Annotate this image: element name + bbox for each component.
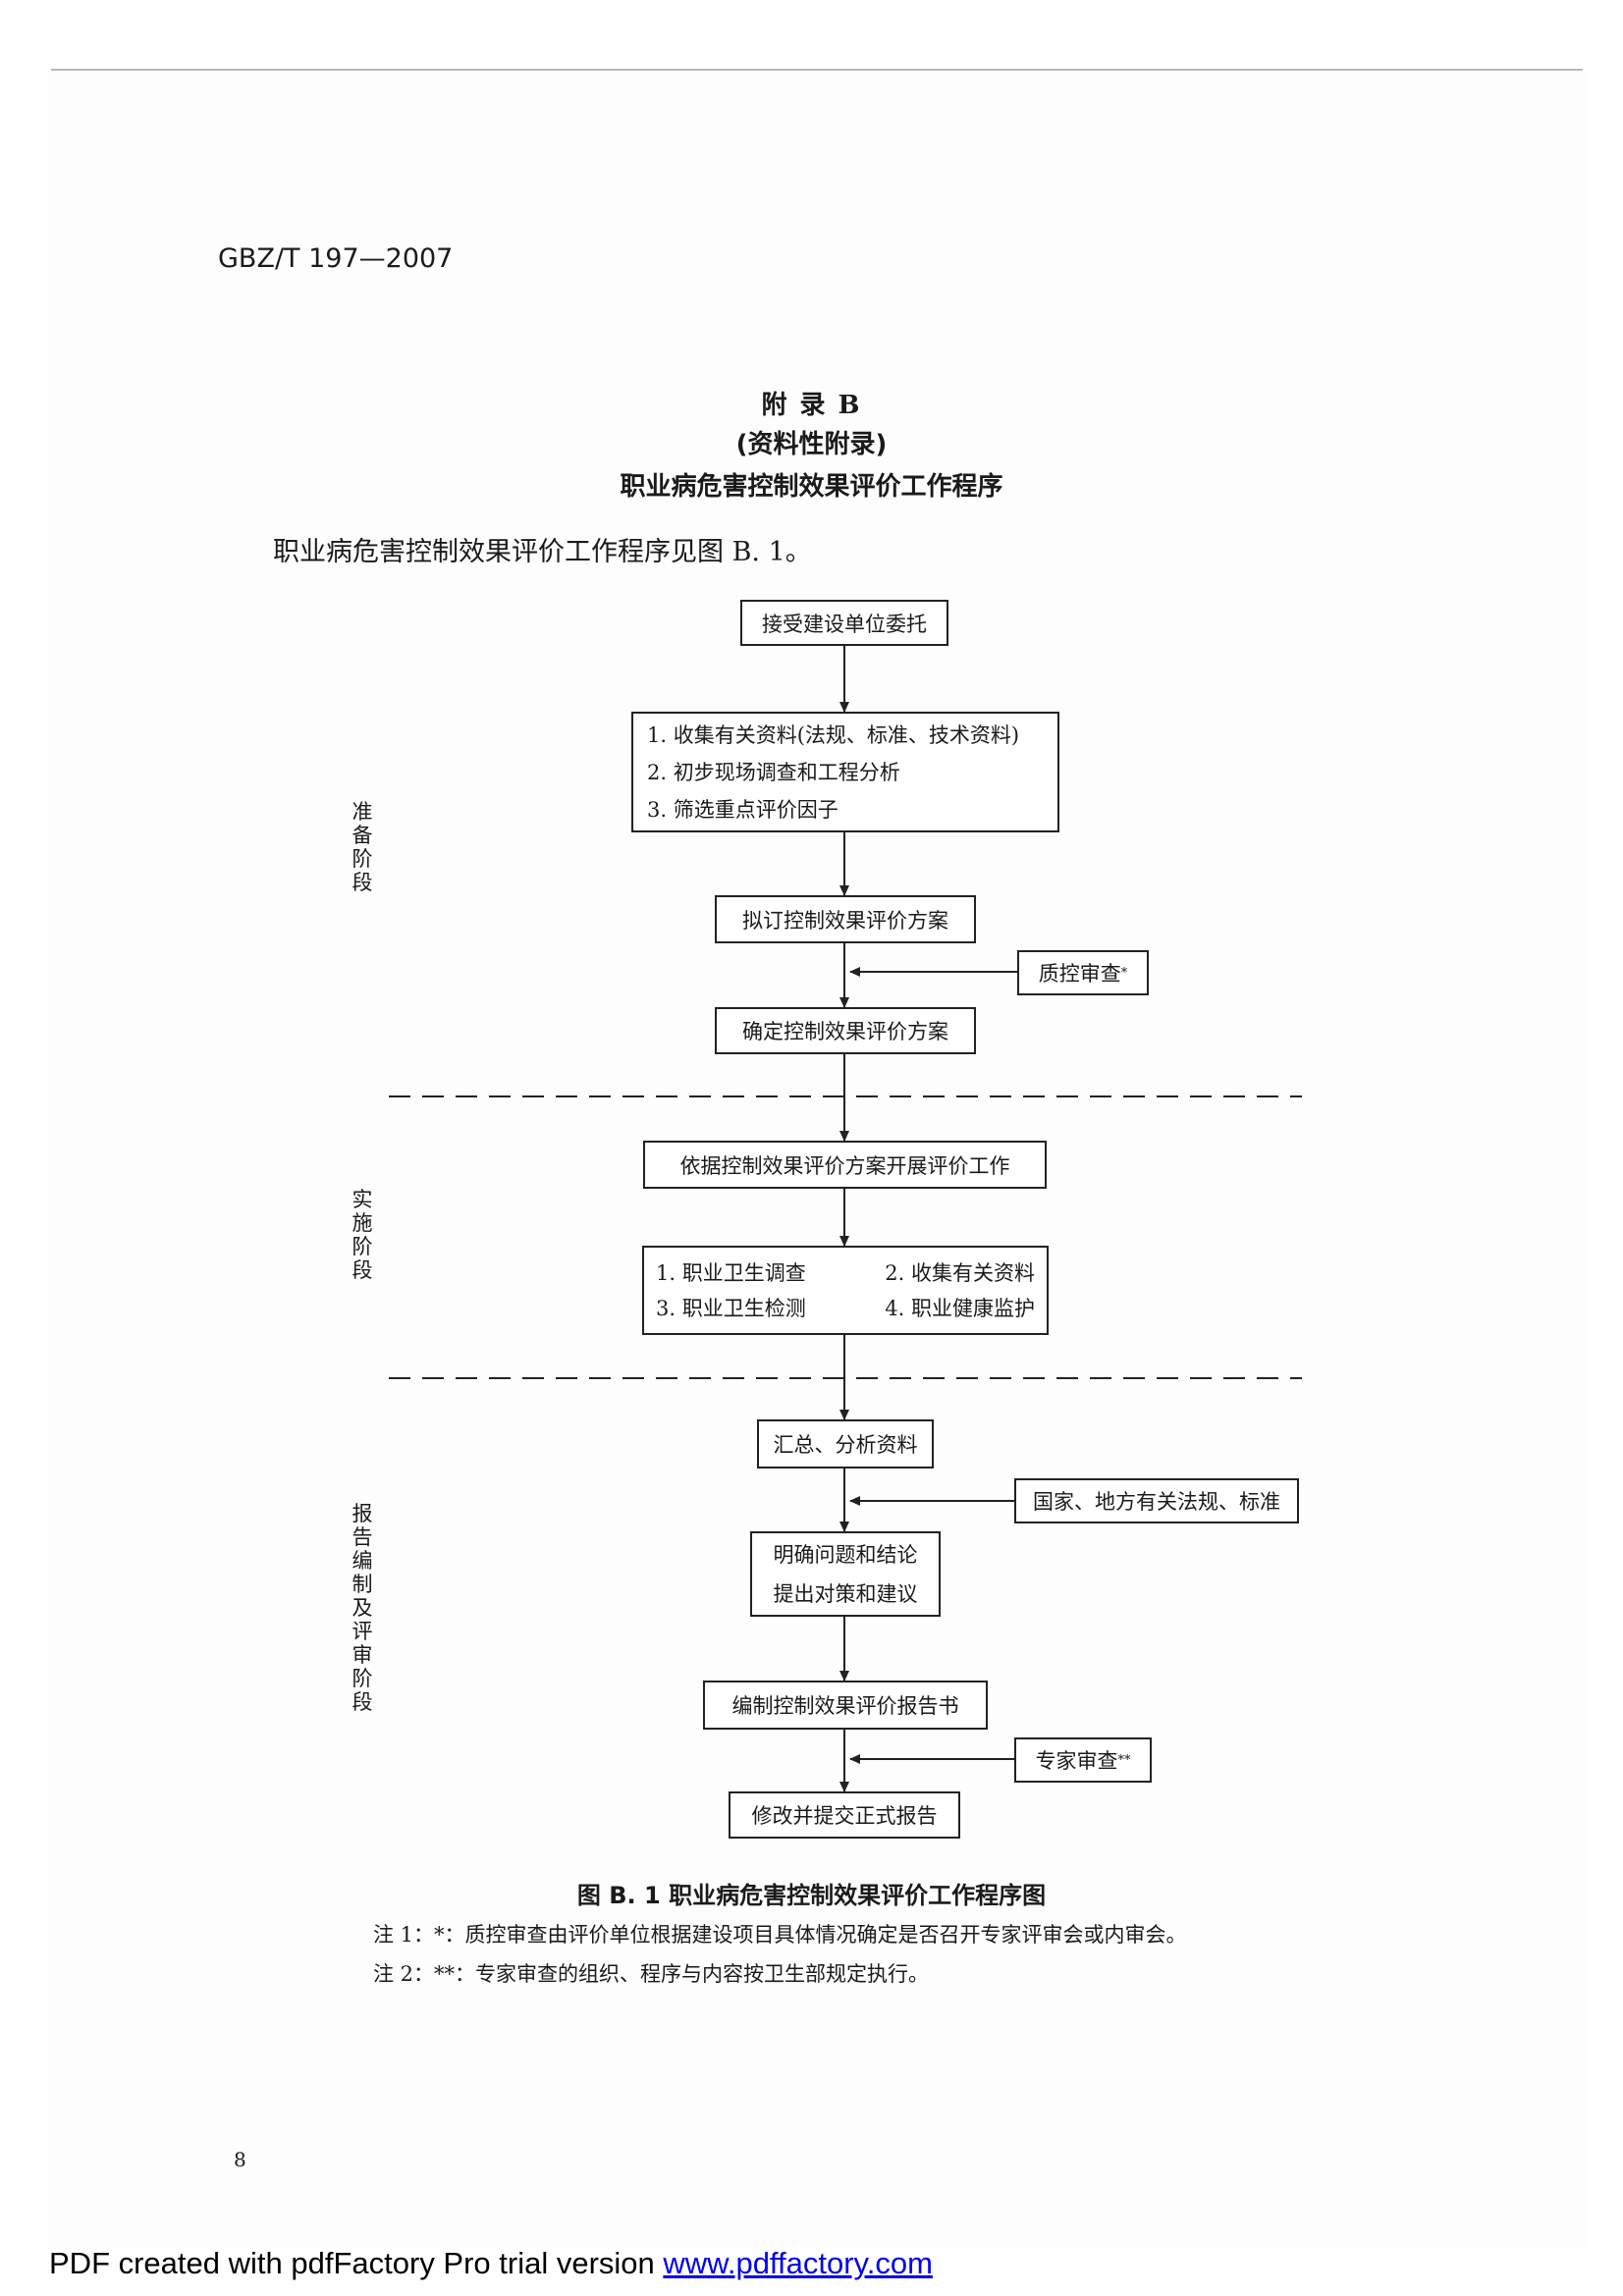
box-evaluation-work: 1. 职业卫生调查 2. 收集有关资料 3. 职业卫生检测 4. 职业健康监护 — [642, 1246, 1049, 1335]
standard-code: GBZ/T 197—2007 — [218, 243, 454, 274]
appendix-name: 职业病危害控制效果评价工作程序 — [620, 472, 1003, 502]
figure-caption: 图 B. 1 职业病危害控制效果评价工作程序图 — [576, 1882, 1047, 1909]
qc-review-label: 质控审查 — [1038, 962, 1121, 986]
stage-label-impl: 实施阶段 — [352, 1188, 373, 1282]
work-item-4: 4. 职业健康监护 — [885, 1296, 1035, 1320]
box-submit-final-report: 修改并提交正式报告 — [729, 1791, 960, 1839]
conclude-line-2: 提出对策和建议 — [773, 1581, 918, 1606]
box-qc-review: 质控审查* — [1017, 950, 1149, 995]
page-number: 8 — [234, 2148, 246, 2171]
box-summarize-analyze: 汇总、分析资料 — [757, 1419, 934, 1468]
work-row-2: 3. 职业卫生检测 4. 职业健康监护 — [644, 1291, 1047, 1326]
work-item-2: 2. 收集有关资料 — [885, 1260, 1035, 1285]
footer-text: PDF created with pdfFactory Pro trial ve… — [49, 2246, 664, 2280]
pdf-footer: PDF created with pdfFactory Pro trial ve… — [49, 2246, 933, 2281]
box-laws-standards: 国家、地方有关法规、标准 — [1014, 1478, 1299, 1523]
stage-label-prep: 准备阶段 — [352, 800, 373, 894]
appendix-title: 附 录 B — [761, 391, 862, 420]
appendix-type: (资料性附录) — [735, 430, 888, 459]
intro-paragraph: 职业病危害控制效果评价工作程序见图 B. 1。 — [273, 537, 812, 567]
work-item-3: 3. 职业卫生检测 — [656, 1296, 806, 1320]
stage-label-report: 报告编制及评审阶段 — [352, 1502, 373, 1714]
expert-review-mark: ** — [1117, 1752, 1131, 1768]
top-rule — [51, 69, 1583, 71]
qc-review-mark: * — [1120, 965, 1128, 981]
collect-item-2: 2. 初步现场调查和工程分析 — [647, 760, 900, 784]
box-accept-commission: 接受建设单位委托 — [740, 600, 948, 646]
box-conclusions: 明确问题和结论 提出对策和建议 — [750, 1531, 941, 1617]
figure-note-1: 注 1：*：质控审查由评价单位根据建设项目具体情况确定是否召开专家评审会或内审会… — [373, 1923, 1187, 1947]
box-draft-plan: 拟订控制效果评价方案 — [715, 895, 976, 943]
collect-item-1: 1. 收集有关资料(法规、标准、技术资料) — [647, 722, 1020, 747]
box-collect-materials: 1. 收集有关资料(法规、标准、技术资料) 2. 初步现场调查和工程分析 3. … — [631, 712, 1059, 832]
box-execute-evaluation: 依据控制效果评价方案开展评价工作 — [643, 1141, 1047, 1189]
work-row-1: 1. 职业卫生调查 2. 收集有关资料 — [644, 1255, 1047, 1291]
conclude-line-1: 明确问题和结论 — [773, 1542, 918, 1567]
figure-note-2: 注 2：**：专家审查的组织、程序与内容按卫生部规定执行。 — [373, 1962, 930, 1986]
box-confirm-plan: 确定控制效果评价方案 — [715, 1007, 976, 1054]
box-expert-review: 专家审查** — [1014, 1737, 1152, 1783]
box-write-report: 编制控制效果评价报告书 — [703, 1681, 988, 1730]
footer-link[interactable]: www.pdffactory.com — [663, 2246, 933, 2280]
work-item-1: 1. 职业卫生调查 — [656, 1260, 806, 1285]
expert-review-label: 专家审查 — [1035, 1749, 1118, 1773]
collect-item-3: 3. 筛选重点评价因子 — [647, 797, 839, 822]
